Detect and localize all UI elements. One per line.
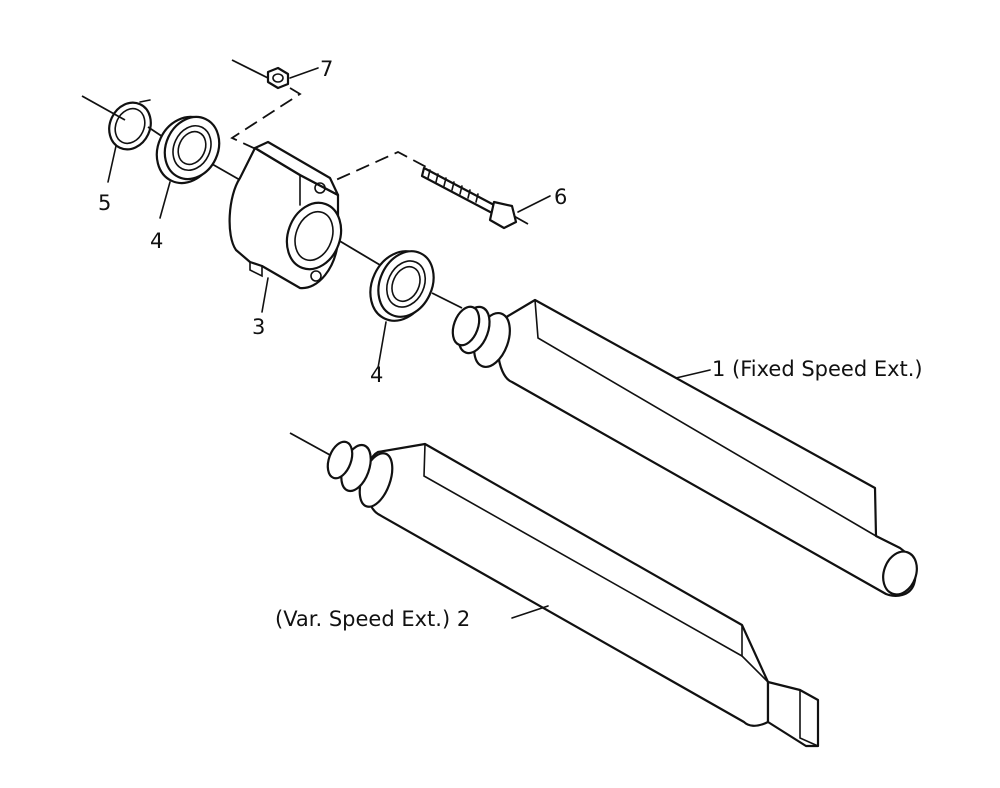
leader-line-6 <box>517 195 551 213</box>
hex-nut-part-7 <box>266 66 290 90</box>
bearing-part-4-lower <box>369 250 435 322</box>
leader-line-5 <box>107 145 117 183</box>
assembly-path-nut <box>230 87 302 151</box>
label-part-2: (Var. Speed Ext.) 2 <box>275 607 470 631</box>
label-part-5: 5 <box>98 191 111 215</box>
cap-screw-part-6 <box>420 166 518 230</box>
label-part-4-upper: 4 <box>150 229 163 253</box>
axis-line-housing-bearing <box>337 239 381 266</box>
label-part-7: 7 <box>320 57 333 81</box>
retaining-ring-part-5 <box>108 99 152 151</box>
leader-line-4-lower <box>377 321 387 369</box>
label-part-1: 1 (Fixed Speed Ext.) <box>712 357 923 381</box>
shaft-part-1-fixed-speed <box>451 298 918 597</box>
label-part-6: 6 <box>554 185 567 209</box>
shaft-part-2-variable-speed <box>326 440 820 748</box>
bearing-housing-part-3 <box>228 140 343 290</box>
leader-line-4-upper <box>159 181 171 219</box>
axis-line-bearing-shaft <box>431 292 463 309</box>
leader-line-1 <box>675 369 711 379</box>
axis-line-ring <box>81 95 126 121</box>
leader-line-3 <box>261 277 269 313</box>
bearing-part-4-upper <box>155 115 221 185</box>
leader-line-7 <box>289 67 319 79</box>
axis-line-shaft-2 <box>289 432 331 456</box>
leader-line-2 <box>511 605 549 619</box>
label-part-4-lower: 4 <box>370 363 383 387</box>
label-part-3: 3 <box>252 315 265 339</box>
axis-line-nut <box>231 59 269 79</box>
assembly-path-screw <box>317 150 429 189</box>
